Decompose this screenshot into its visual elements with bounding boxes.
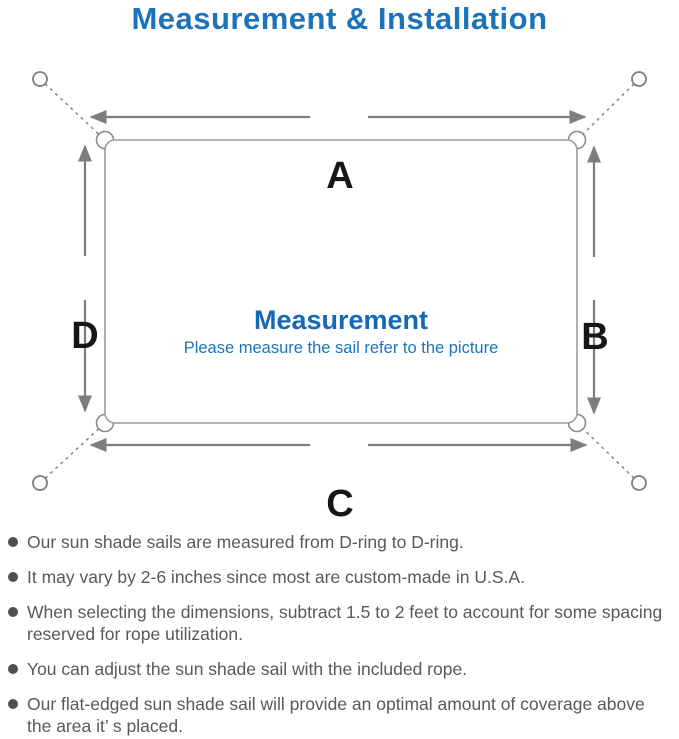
bullet-icon (8, 699, 18, 709)
sail-diagram-graphic (32, 71, 647, 491)
dimension-arrows (78, 110, 601, 452)
dimension-label-c: C (326, 483, 354, 525)
sail-outline (104, 139, 578, 424)
notes-list: Our sun shade sails are measured from D-… (8, 531, 675, 739)
measurement-note: Measurement Please measure the sail refe… (126, 304, 556, 360)
note-item: You can adjust the sun shade sail with t… (8, 658, 675, 680)
note-item: It may vary by 2-6 inches since most are… (8, 566, 675, 588)
anchor-rope-dashed-lines (39, 78, 640, 484)
note-item: Our flat-edged sun shade sail will provi… (8, 693, 675, 737)
dimension-label-a: A (326, 155, 354, 197)
page-title: Measurement & Installation (131, 1, 548, 36)
bullet-icon (8, 664, 18, 674)
bullet-icon (8, 572, 18, 582)
note-text: When selecting the dimensions, subtract … (27, 602, 663, 644)
dimension-label-d: D (71, 315, 99, 357)
note-text: It may vary by 2-6 inches since most are… (27, 567, 525, 587)
note-text: Our flat-edged sun shade sail will provi… (27, 694, 645, 736)
sail-measurement-diagram: A B C D Measurement Please measure the s… (0, 60, 679, 525)
bullet-icon (8, 607, 18, 617)
measurement-subheading: Please measure the sail refer to the pic… (183, 339, 499, 357)
note-text: Our sun shade sails are measured from D-… (27, 532, 464, 552)
bullet-icon (8, 537, 18, 547)
note-text: You can adjust the sun shade sail with t… (27, 659, 468, 679)
dimension-label-b: B (581, 316, 609, 358)
note-item: Our sun shade sails are measured from D-… (8, 531, 675, 553)
anchor-point-icons (32, 71, 647, 491)
note-item: When selecting the dimensions, subtract … (8, 601, 675, 645)
measurement-heading: Measurement (253, 305, 429, 335)
